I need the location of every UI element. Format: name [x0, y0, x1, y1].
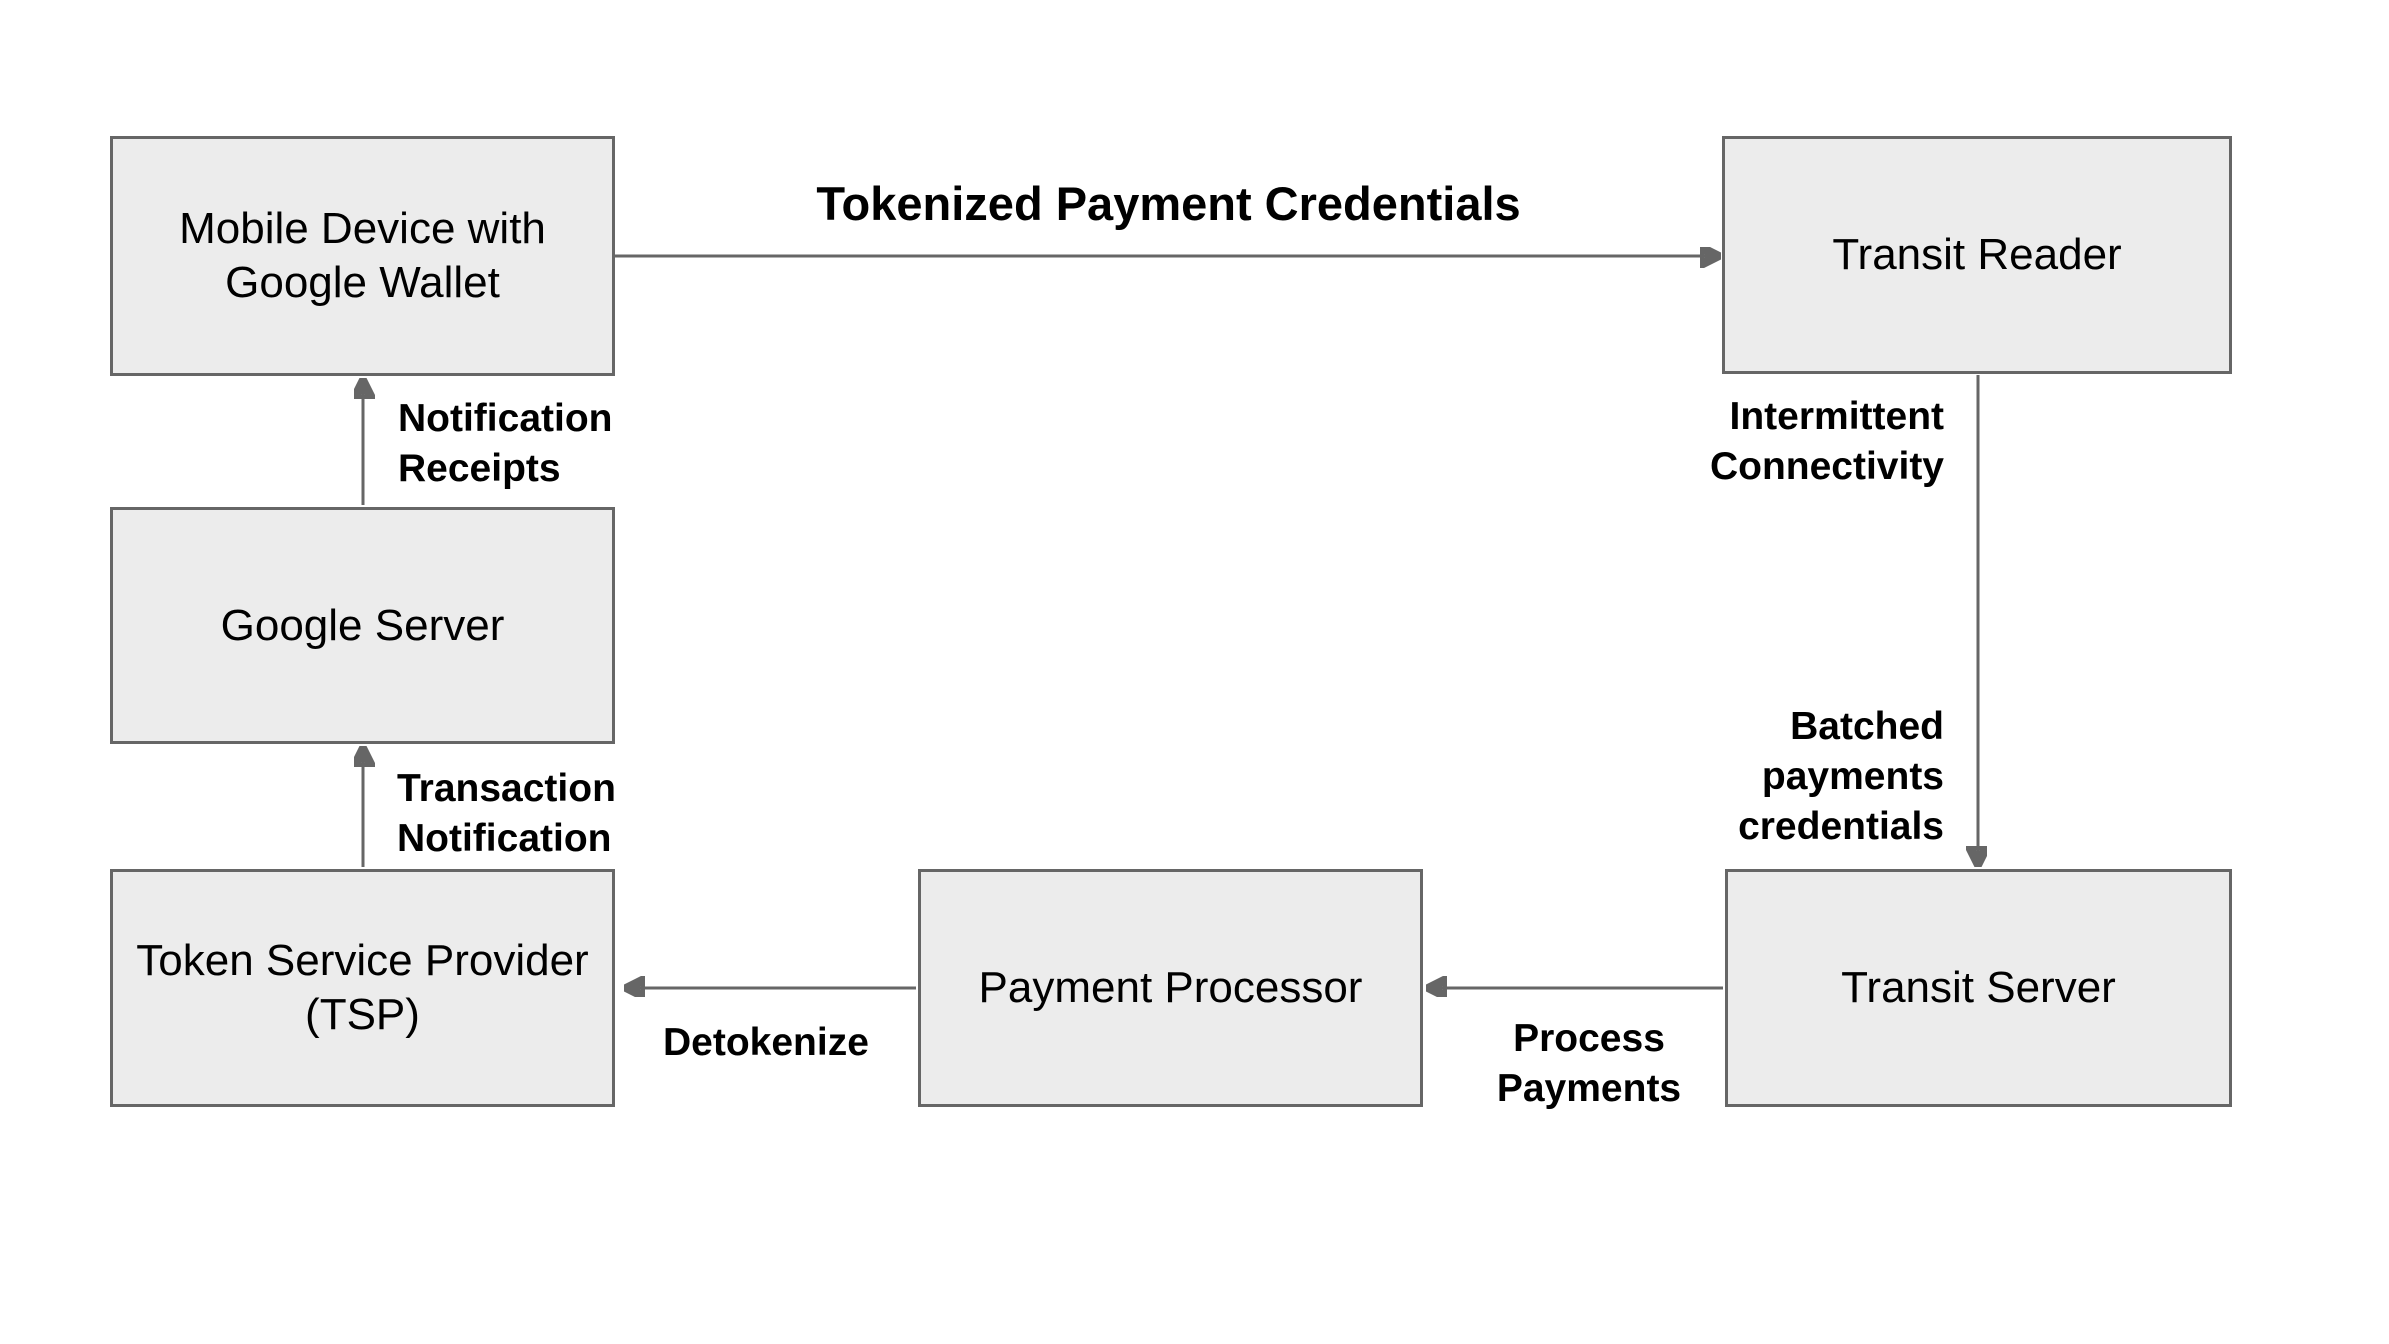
edge-label-process-payments: Process Payments [1496, 1017, 1682, 1110]
node-transit-reader-label: Transit Reader [1832, 230, 2122, 279]
node-token-service-provider: Token Service Provider (TSP) [110, 869, 615, 1107]
edge-label-intermittent-connectivity: Intermittent Connectivity [1709, 395, 1944, 488]
edge-label-batched-payments-credentials: Batched payments credentials [1738, 705, 1944, 848]
edge-label-transaction-notification: Transaction Notification [397, 767, 616, 860]
node-google-server-label: Google Server [220, 600, 505, 650]
node-google-server: Google Server [110, 507, 615, 744]
node-mobile-device-google-wallet-label: Mobile Device with Google Wallet [179, 204, 546, 307]
node-transit-reader: Transit Reader [1722, 136, 2232, 374]
node-token-service-provider-label: Token Service Provider (TSP) [136, 936, 589, 1039]
node-payment-processor: Payment Processor [918, 869, 1423, 1107]
node-transit-server-label: Transit Server [1841, 963, 2116, 1012]
edge-label-tokenized-payment-credentials: Tokenized Payment Credentials [816, 177, 1521, 230]
node-mobile-device-google-wallet: Mobile Device with Google Wallet [110, 136, 615, 376]
edge-label-notification-receipts: Notification Receipts [398, 397, 613, 490]
node-payment-processor-label: Payment Processor [978, 963, 1363, 1012]
node-transit-server: Transit Server [1725, 869, 2232, 1107]
edge-label-detokenize: Detokenize [663, 1021, 869, 1064]
